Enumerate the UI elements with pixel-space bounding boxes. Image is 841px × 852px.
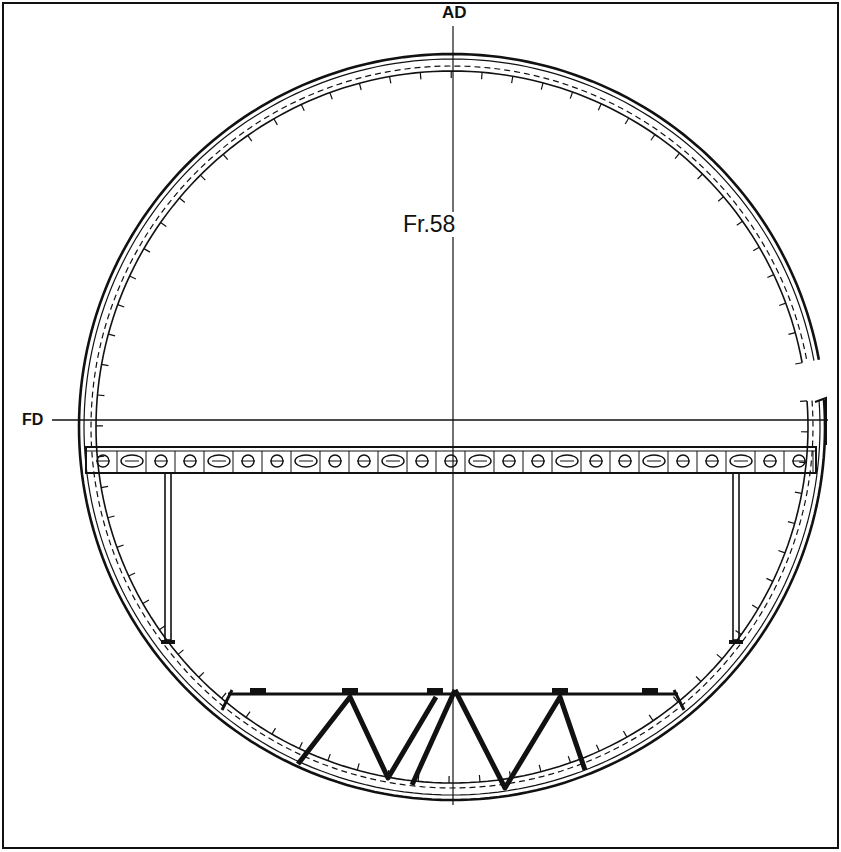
frame-stiffener xyxy=(737,221,743,225)
frame-stiffener xyxy=(390,77,391,84)
hull-ring xyxy=(91,66,813,788)
bottom-truss xyxy=(222,688,684,788)
frame-stiffener xyxy=(451,71,452,78)
frame-stiffener xyxy=(129,573,135,576)
frame-stiffener xyxy=(448,776,449,783)
deck-line xyxy=(52,419,828,421)
frame-stiffener xyxy=(801,431,808,432)
centre-line xyxy=(452,26,453,805)
frame-stiffener xyxy=(130,276,136,279)
hull-ring xyxy=(84,59,820,795)
frame-stiffener xyxy=(143,600,149,603)
frame-stiffener xyxy=(788,333,795,335)
frame-stiffener xyxy=(623,731,626,737)
frame-border xyxy=(3,3,838,848)
frame-stiffener xyxy=(568,756,570,763)
frame-stiffener xyxy=(698,174,703,179)
frame-stiffener xyxy=(718,197,723,202)
frame-stiffener xyxy=(161,223,167,227)
frame-stiffener xyxy=(223,154,227,159)
frame-stiffener xyxy=(118,305,125,307)
hull-ring xyxy=(79,54,825,800)
frame-stiffener xyxy=(117,545,124,547)
frame-stiffener xyxy=(717,654,722,659)
frame-stiffener xyxy=(800,400,807,402)
frame-stiffener xyxy=(625,118,628,124)
frame-stiffener xyxy=(696,676,701,681)
frame-stiffener xyxy=(178,650,183,654)
frame-stiffener xyxy=(199,672,204,677)
frame-stiffener xyxy=(330,93,332,100)
frame-stiffener xyxy=(248,135,252,141)
frame-stiffener xyxy=(200,175,205,180)
frame-stiffener xyxy=(357,763,359,770)
frame-stiffener xyxy=(788,522,795,524)
frame-stiffener xyxy=(778,550,785,552)
frame-stiffener xyxy=(246,712,250,718)
frame-stiffener xyxy=(795,492,802,493)
section-label: FD xyxy=(20,411,45,429)
hull-plate xyxy=(815,398,826,445)
frame-stiffener xyxy=(274,119,278,125)
frame-stiffener xyxy=(299,742,302,748)
frame-stiffener xyxy=(596,745,599,751)
frame-stiffener xyxy=(359,83,361,90)
pillar xyxy=(161,473,175,644)
frame-stiffener xyxy=(108,516,115,518)
frame-stiffener xyxy=(301,104,304,110)
frame-stiffener xyxy=(767,275,773,278)
section-label: AD xyxy=(440,4,469,23)
deck-beam xyxy=(86,447,816,473)
frame-stiffener xyxy=(102,364,109,365)
frame-stiffener xyxy=(541,83,543,90)
frame-stiffener xyxy=(766,578,772,581)
frame-stiffener xyxy=(752,605,758,609)
frame-stiffener xyxy=(222,693,227,698)
frame-stiffener xyxy=(144,249,150,253)
frame-stiffener xyxy=(795,363,802,364)
frame-stiffener xyxy=(272,728,276,734)
frame-stiffener xyxy=(481,72,483,79)
frame-stiffener xyxy=(328,754,330,761)
hull-ring xyxy=(96,71,808,783)
frame-stiffener xyxy=(753,247,759,251)
frame-stiffener xyxy=(179,198,184,203)
frame-stiffener xyxy=(675,153,679,158)
frame-stiffener xyxy=(570,92,572,99)
pillar xyxy=(729,473,743,644)
frame-stiffener xyxy=(96,425,103,426)
frame-stiffener xyxy=(108,334,115,336)
section-label: Fr.58 xyxy=(401,212,457,237)
frame-stiffener xyxy=(479,775,481,782)
frame-stiffener xyxy=(651,135,655,141)
frame-stiffener xyxy=(101,486,108,487)
frame-stiffener xyxy=(649,715,653,721)
frame-stiffener xyxy=(420,72,422,79)
frame-stiffener xyxy=(779,303,786,305)
frame-stiffener xyxy=(539,765,541,772)
frame-stiffener xyxy=(97,394,104,396)
frame-stiffener xyxy=(598,104,601,110)
frame-stiffener xyxy=(512,76,513,83)
